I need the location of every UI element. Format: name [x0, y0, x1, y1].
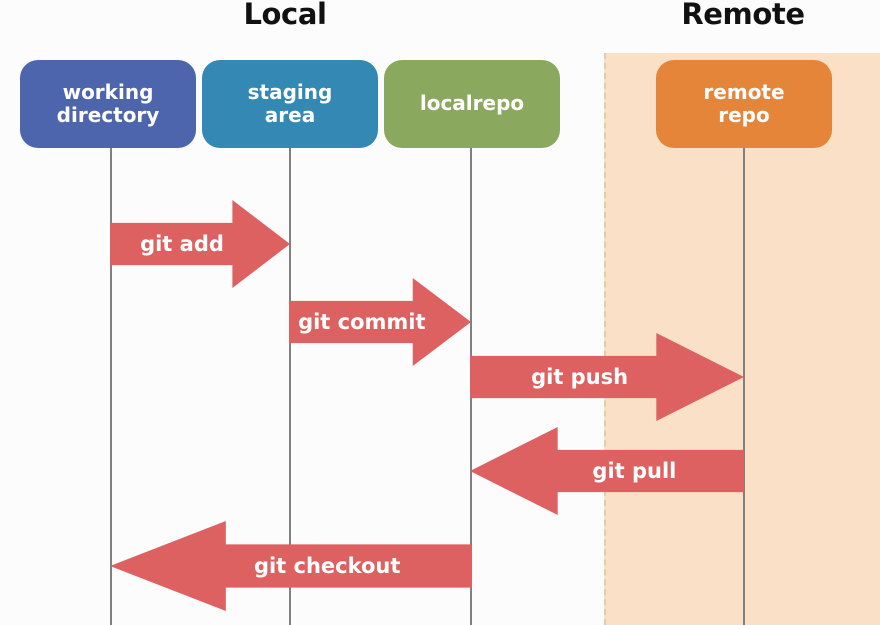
node-localrepo[interactable]: localrepo	[384, 60, 560, 148]
arrow-git-add[interactable]: git add	[110, 200, 290, 288]
node-staging-area-line2: area	[264, 103, 316, 127]
lifeline-remote-repo	[743, 130, 745, 625]
arrow-git-commit-label: git commit	[298, 310, 426, 334]
node-remote-repo-label: remote repo	[703, 79, 785, 127]
node-working-directory[interactable]: working directory	[20, 60, 196, 148]
arrow-git-pull-label: git pull	[592, 459, 677, 483]
zone-title-local: Local	[243, 0, 327, 31]
node-working-directory-line1: working	[62, 79, 154, 104]
remote-zone-band	[604, 53, 880, 625]
lifeline-working-directory	[110, 130, 112, 625]
node-staging-area[interactable]: staging area	[202, 60, 378, 148]
node-working-directory-label: working directory	[56, 79, 160, 127]
lifeline-staging-area	[289, 130, 291, 625]
node-remote-repo[interactable]: remote repo	[656, 60, 832, 148]
node-remote-repo-line2: repo	[718, 103, 770, 127]
node-localrepo-label: localrepo	[419, 91, 525, 116]
arrow-git-add-label: git add	[140, 232, 224, 256]
arrow-git-checkout-label: git checkout	[253, 554, 401, 578]
arrow-git-push-label: git push	[531, 365, 629, 389]
arrow-git-checkout[interactable]: git checkout	[110, 521, 472, 611]
node-staging-area-label: staging area	[247, 79, 333, 127]
node-staging-area-line1: staging	[247, 79, 333, 104]
node-working-directory-line2: directory	[56, 103, 160, 127]
zone-title-remote: Remote	[681, 0, 805, 31]
node-remote-repo-line1: remote	[703, 79, 785, 104]
arrow-git-commit[interactable]: git commit	[289, 278, 471, 366]
